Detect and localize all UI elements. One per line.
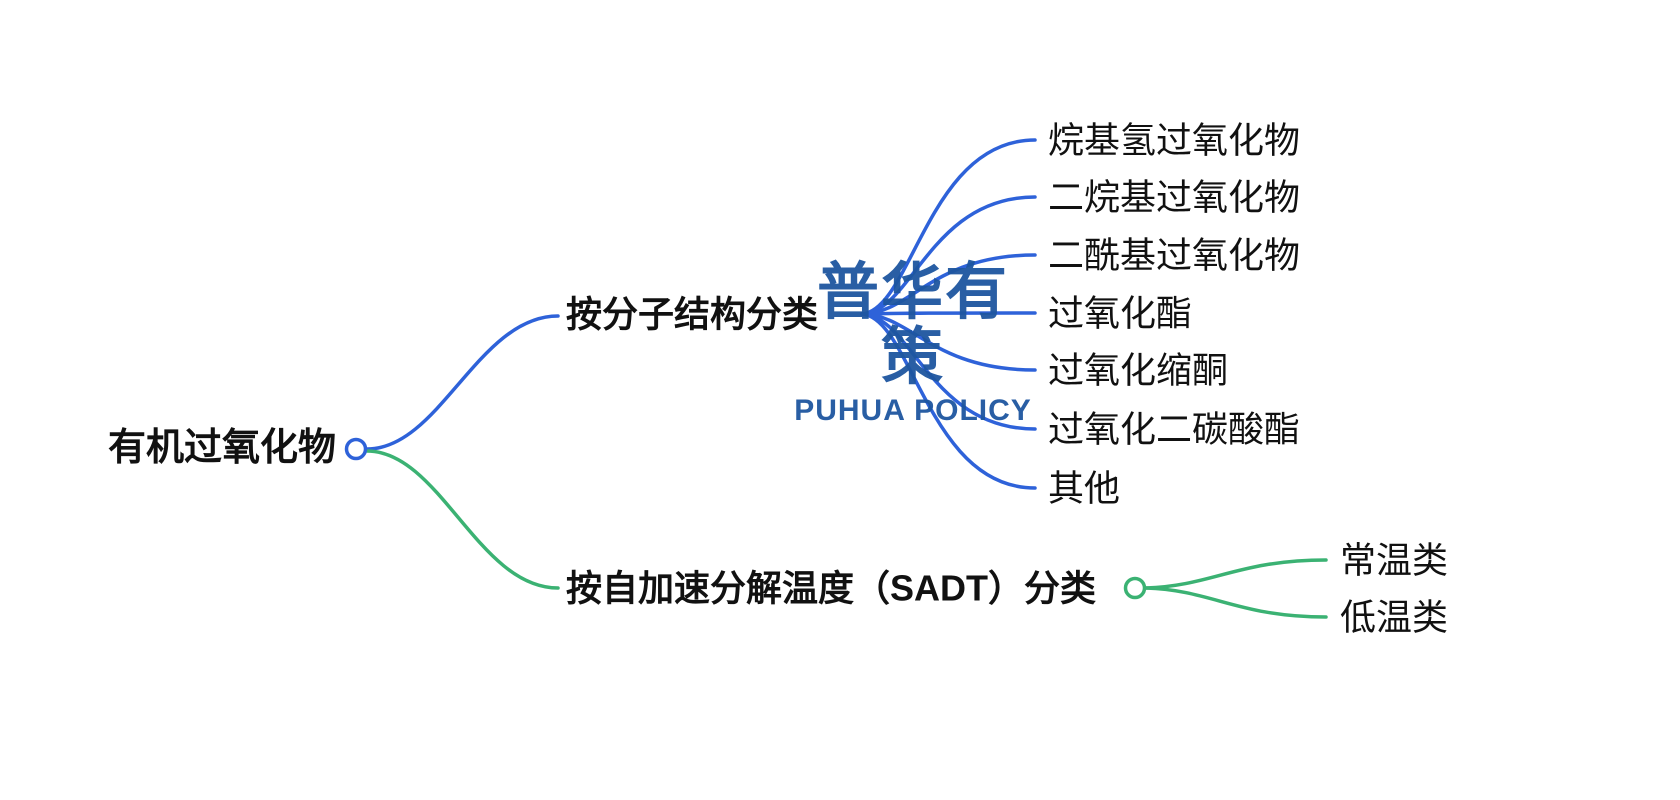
edge-branch2-child0: [1144, 558, 1328, 590]
node-branch1: 按分子结构分类: [566, 293, 819, 335]
edge-branch2-child1: [1144, 586, 1328, 619]
node-branch1-child2: 二酰基过氧化物: [1048, 234, 1301, 276]
node-branch2: 按自加速分解温度（SADT）分类: [566, 567, 1096, 609]
edge-branch1-child2: [860, 253, 1037, 316]
edge-branch1-child3: [860, 311, 1037, 316]
edge-root-branch1: [365, 314, 560, 451]
edge-branch1-child6: [860, 312, 1037, 490]
node-branch1-child0: 烷基氢过氧化物: [1048, 119, 1301, 161]
node-branch1-child6: 其他: [1048, 467, 1121, 509]
edge-branch1-child0: [860, 138, 1037, 316]
branch2-node-handle: [1123, 576, 1147, 600]
node-branch1-child5: 过氧化二碳酸酯: [1048, 408, 1301, 450]
edge-branch1-child4: [860, 312, 1037, 372]
node-branch1-child4: 过氧化缩酮: [1048, 349, 1229, 391]
node-bran1-child3: 过氧化酯: [1048, 292, 1193, 334]
edge-branch1-child5: [860, 312, 1037, 431]
root-node-handle: [344, 437, 368, 461]
node-branch2-child1: 低温类: [1340, 596, 1449, 638]
node-root: 有机过氧化物: [108, 427, 337, 470]
node-branch1-child1: 二烷基过氧化物: [1048, 176, 1301, 218]
node-branch2-child0: 常温类: [1340, 539, 1449, 581]
edge-root-branch2: [365, 449, 560, 590]
edge-branch1-child1: [860, 195, 1037, 316]
